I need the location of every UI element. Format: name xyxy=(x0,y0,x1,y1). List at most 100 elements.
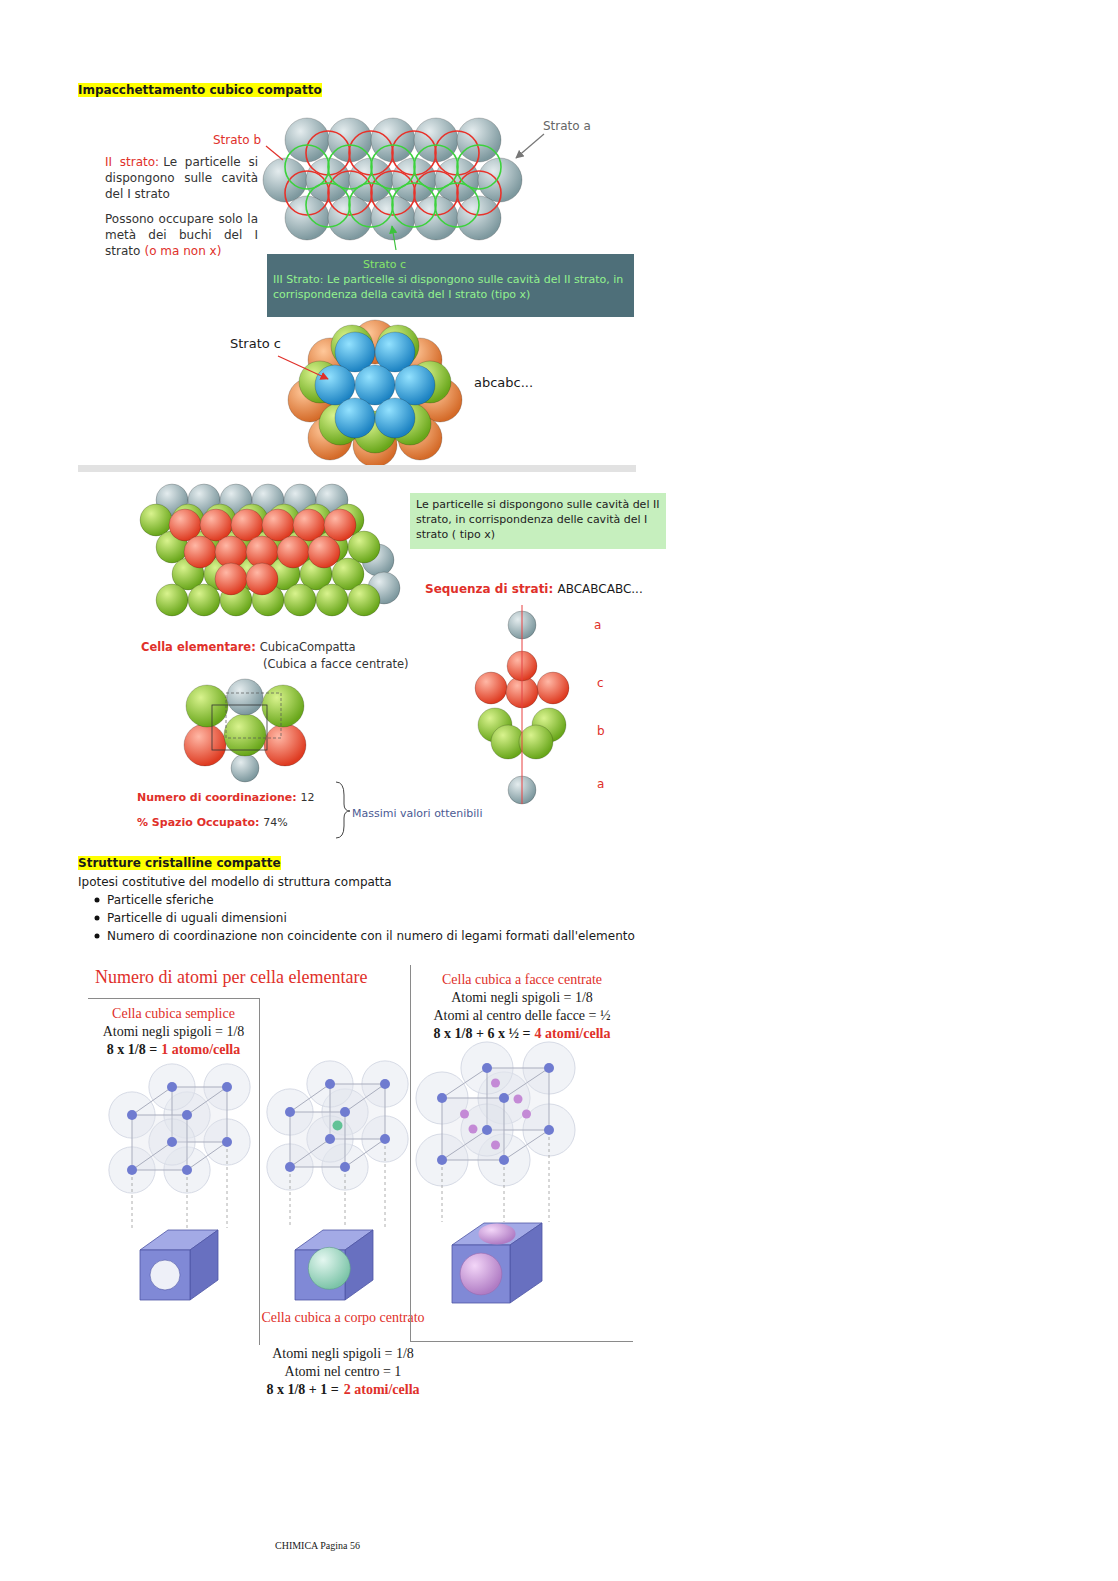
atom-corner xyxy=(127,1165,137,1175)
leader-line xyxy=(227,1149,228,1228)
node-text: III Strato: Le particelle si dispongono … xyxy=(273,273,623,301)
atom-corner xyxy=(325,1134,335,1144)
leader-line xyxy=(549,1137,550,1222)
atom-corner xyxy=(380,1079,390,1089)
text-row: Le particelle si dispongono sulle cavità… xyxy=(416,497,660,542)
atom-corner xyxy=(544,1063,554,1073)
sphere xyxy=(284,584,316,616)
sphere xyxy=(324,509,356,541)
text-row: Cella cubica semplice xyxy=(92,1005,255,1023)
leader-line xyxy=(290,1174,291,1228)
sphere xyxy=(140,504,172,536)
cut-cell xyxy=(140,1230,218,1300)
text-line: Ipotesi costitutive del modello di strut… xyxy=(78,873,392,891)
cube-edge xyxy=(187,1087,227,1115)
sphere xyxy=(264,724,306,766)
sphere-layer xyxy=(288,320,462,467)
label-text: Strato b xyxy=(213,133,261,147)
sphere xyxy=(537,672,569,704)
label-text: CHIMICA Pagina 56 xyxy=(275,1540,360,1551)
label-text: Numero di coordinazione non coincidente … xyxy=(107,929,635,943)
sphere xyxy=(348,531,380,563)
atom-face xyxy=(491,1141,500,1150)
atom-corner xyxy=(167,1137,177,1147)
label-text: Strutture cristalline compatte xyxy=(78,856,281,870)
separator-bar xyxy=(78,465,636,472)
sphere-layer xyxy=(231,754,259,782)
sphere xyxy=(184,724,226,766)
atom-corner xyxy=(437,1093,447,1103)
sphere-layer xyxy=(299,325,451,453)
atom-sphere xyxy=(308,1247,350,1289)
sphere xyxy=(478,158,522,202)
sphere xyxy=(215,563,247,595)
atom-face xyxy=(460,1110,469,1119)
node-text: Le particelle si dispongono sulle cavità… xyxy=(416,498,659,541)
sphere-outline xyxy=(435,183,479,227)
leader-line xyxy=(504,1167,505,1222)
text-row: Atomi al centro delle facce = ½ xyxy=(415,1007,629,1025)
sphere-outline xyxy=(349,183,393,227)
atom-corner xyxy=(182,1110,192,1120)
text-line: b xyxy=(597,724,605,739)
label-text: Numero di atomi per cella elementare xyxy=(95,967,367,987)
leader-line xyxy=(385,1146,386,1228)
label-text: ABCABCABC... xyxy=(557,582,642,596)
atom-corner xyxy=(340,1107,350,1117)
sphere-layer xyxy=(227,679,263,715)
text-line: a xyxy=(594,618,601,633)
cube-face xyxy=(212,705,267,750)
node-text: Atomi negli spigoli = 1/8 xyxy=(103,1024,245,1039)
text-line: Numero di coordinazione non coincidente … xyxy=(107,927,635,945)
atom-center xyxy=(333,1121,343,1131)
cube-face xyxy=(132,1115,187,1170)
cube-face xyxy=(190,1230,218,1300)
atom-corner xyxy=(544,1125,554,1135)
bullet xyxy=(95,916,100,921)
leader-line xyxy=(516,134,544,158)
label-text: Strato c xyxy=(230,336,281,351)
text-line: Atomi nel centro = 1 xyxy=(258,1363,428,1381)
label-text: 8 x 1/8 + 1 = xyxy=(266,1382,338,1397)
atom-corner xyxy=(437,1155,447,1165)
text-line: Impacchettamento cubico compatto xyxy=(78,82,322,98)
node-text: Cella cubica a facce centrate xyxy=(442,972,602,987)
label-text: b xyxy=(597,724,605,738)
sphere-outline xyxy=(457,145,501,189)
text-line: (Cubica a facce centrate) xyxy=(263,657,409,672)
label-text: abcabc... xyxy=(474,375,533,390)
label-text: Numero di coordinazione: xyxy=(137,791,297,804)
leader-line xyxy=(522,605,523,804)
text-line: Strato b xyxy=(213,133,261,148)
sphere xyxy=(231,754,259,782)
label-text: Particelle sferiche xyxy=(107,893,214,907)
sphere xyxy=(227,679,263,715)
cube-face xyxy=(452,1245,510,1303)
cube-edge xyxy=(290,1084,330,1112)
sphere-outline xyxy=(328,145,372,189)
sphere xyxy=(262,685,304,727)
label-text: c xyxy=(597,676,604,690)
label-text: Cella elementare: xyxy=(141,640,256,654)
sphere-outline xyxy=(392,183,436,227)
label-text: 74% xyxy=(263,816,287,829)
sphere-layer xyxy=(315,332,435,438)
text-line: II strato:Le particelle si dispongono su… xyxy=(105,154,258,202)
text-line: Cella cubica a corpo centrato xyxy=(258,1309,428,1326)
sphere xyxy=(156,584,188,616)
cut-cell xyxy=(452,1223,542,1303)
label-text: II strato: xyxy=(105,155,159,169)
unit-cell xyxy=(109,1064,250,1193)
sphere xyxy=(308,536,340,568)
brace xyxy=(336,782,350,838)
text-line: % Spazio Occupato:74% xyxy=(137,815,288,830)
atom-sphere xyxy=(478,1224,515,1245)
node-text: 8 x 1/8 + 6 x ½ = xyxy=(434,1026,531,1041)
text-row: 8 x 1/8 + 6 x ½ =4 atomi/cella xyxy=(415,1025,629,1043)
atom-corner xyxy=(285,1162,295,1172)
unit-cell xyxy=(416,1042,575,1186)
outline-layer xyxy=(285,145,501,227)
cube-edge xyxy=(290,1139,330,1167)
cube-edge xyxy=(504,1068,549,1098)
